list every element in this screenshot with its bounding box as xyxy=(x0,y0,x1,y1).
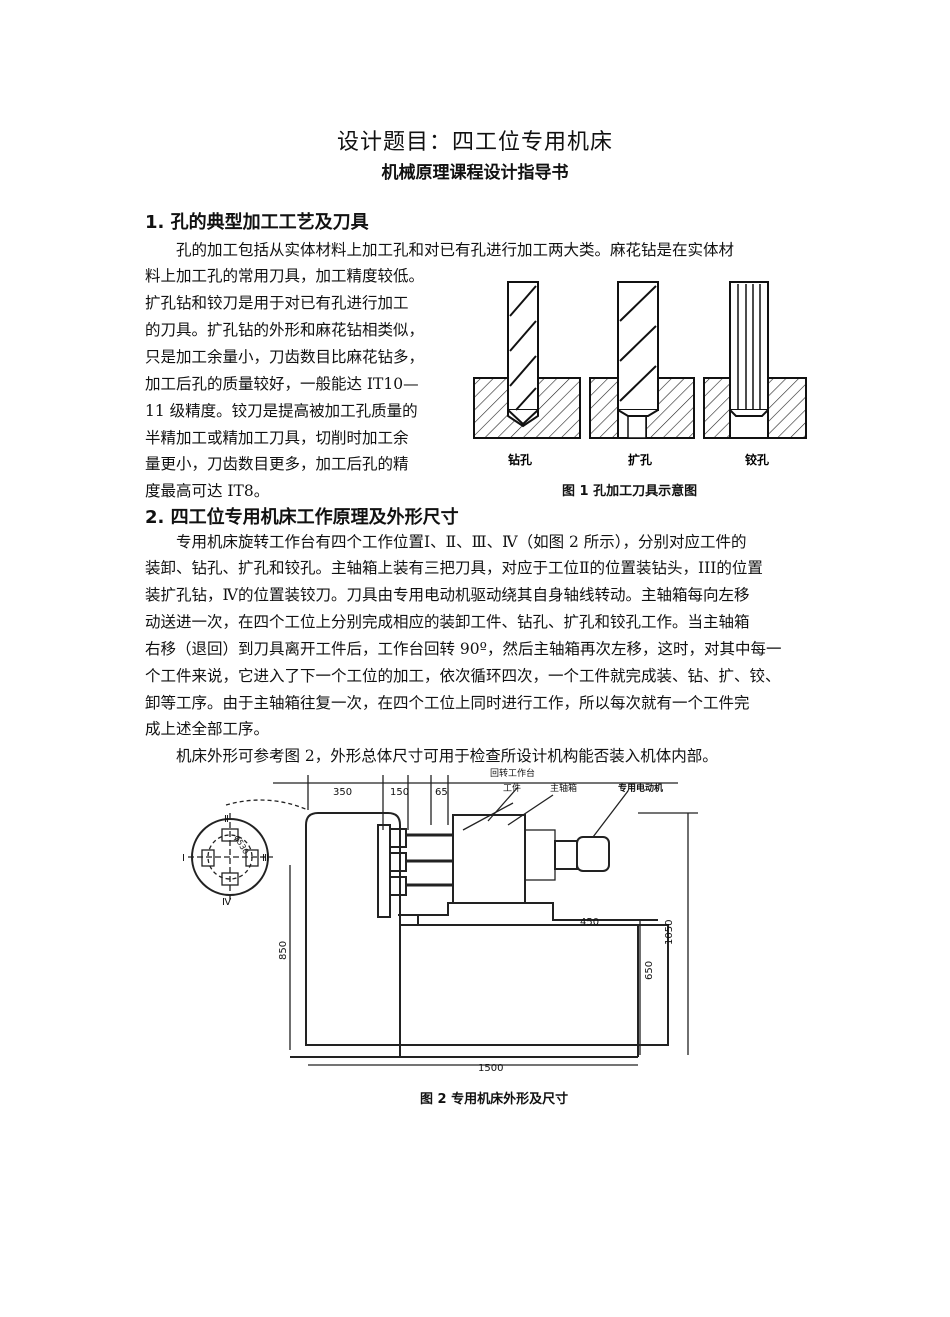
paragraph-line: 机床外形可参考图 2，外形总体尺寸可用于检查所设计机构能否装入机体内部。 xyxy=(145,747,718,765)
dim-450: 450 xyxy=(580,917,599,928)
twist-drill-icon xyxy=(507,281,539,426)
paragraph-line: 只是加工余量小，刀齿数目比麻花钻多， xyxy=(145,348,425,366)
paragraph-line: 装卸、钻孔、扩孔和铰孔。主轴箱上装有三把刀具，对应于工位Ⅱ的位置装钻头，III的… xyxy=(145,559,763,577)
label-core-drilling: 扩孔 xyxy=(628,452,652,467)
paragraph-line: 半精加工或精加工刀具，切削时加工余 xyxy=(145,429,409,447)
station-4-label: Ⅳ xyxy=(222,897,232,908)
station-2-label: Ⅱ xyxy=(224,814,229,825)
dim-650: 650 xyxy=(644,961,655,980)
dim-150: 150 xyxy=(390,787,409,798)
core-drill-icon xyxy=(617,281,659,417)
document-subtitle: 机械原理课程设计指导书 xyxy=(381,163,569,183)
section-2-heading: 2. 四工位专用机床工作原理及外形尺寸 xyxy=(145,507,459,528)
station-1-label: Ⅰ xyxy=(182,853,185,864)
reamer-icon xyxy=(729,281,769,417)
paragraph-line: 扩孔钻和铰刀是用于对已有孔进行加工 xyxy=(145,294,409,312)
paragraph-line: 度最高可达 IT8。 xyxy=(145,482,270,500)
dim-phi530: φ530 xyxy=(232,834,250,856)
paragraph-line: 卸等工序。由于主轴箱往复一次，在四个工位上同时进行工作，所以每次就有一个工件完 xyxy=(145,694,750,712)
paragraph-line: 动送进一次，在四个工位上分别完成相应的装卸工件、钻孔、扩孔和铰孔工作。当主轴箱 xyxy=(145,613,750,631)
paragraph-line: 加工后孔的质量较好，一般能达 IT10— xyxy=(145,375,419,393)
paragraph-line: 个工件来说，它进入了下一个工位的加工，依次循环四次，一个工件就完成装、钻、扩、铰… xyxy=(145,667,781,685)
figure-1-tools-diagram: 钻孔 扩孔 铰孔 xyxy=(473,281,807,467)
figure-2-machine-diagram: 350 150 65 450 1500 850 650 1050 φ530 Ⅱ … xyxy=(182,767,698,1074)
label-reaming: 铰孔 xyxy=(745,452,769,467)
dim-65: 65 xyxy=(435,787,448,798)
paragraph-line: 11 级精度。铰刀是提高被加工孔质量的 xyxy=(145,402,418,420)
dim-1050: 1050 xyxy=(664,920,675,945)
rotary-table-label: 回转工作台 xyxy=(490,767,535,779)
paragraph-line: 装扩孔钻，Ⅳ的位置装铰刀。刀具由专用电动机驱动绕其自身轴线转动。主轴箱每向左移 xyxy=(145,586,750,604)
dim-350: 350 xyxy=(333,787,352,798)
station-3-label: Ⅲ xyxy=(262,853,269,864)
document-title: 设计题目：四工位专用机床 xyxy=(336,130,613,155)
workpiece-label: 工件 xyxy=(503,782,521,794)
label-drilling: 钻孔 xyxy=(508,452,532,467)
dim-1500: 1500 xyxy=(478,1063,503,1074)
paragraph-line: 孔的加工包括从实体材料上加工孔和对已有孔进行加工两大类。麻花钻是在实体材 xyxy=(145,241,735,259)
paragraph-line: 成上述全部工序。 xyxy=(145,720,270,738)
spindle-box-label: 主轴箱 xyxy=(550,782,577,794)
figure-1-caption: 图 1 孔加工刀具示意图 xyxy=(562,484,698,499)
paragraph-line: 料上加工孔的常用刀具，加工精度较低。 xyxy=(145,267,425,285)
motor-label: 专用电动机 xyxy=(618,782,663,794)
dim-850: 850 xyxy=(278,941,289,960)
figure-2-caption: 图 2 专用机床外形及尺寸 xyxy=(420,1092,569,1107)
paragraph-line: 专用机床旋转工作台有四个工作位置Ⅰ、Ⅱ、Ⅲ、Ⅳ（如图 2 所示），分别对应工件的 xyxy=(145,533,747,551)
section-1-heading: 1. 孔的典型加工工艺及刀具 xyxy=(145,212,369,233)
paragraph-line: 量更小，刀齿数目更多，加工后孔的精 xyxy=(145,455,409,473)
paragraph-line: 右移（退回）到刀具离开工件后，工作台回转 90º，然后主轴箱再次左移，这时，对其… xyxy=(145,640,782,658)
paragraph-line: 的刀具。扩孔钻的外形和麻花钻相类似， xyxy=(145,321,425,339)
